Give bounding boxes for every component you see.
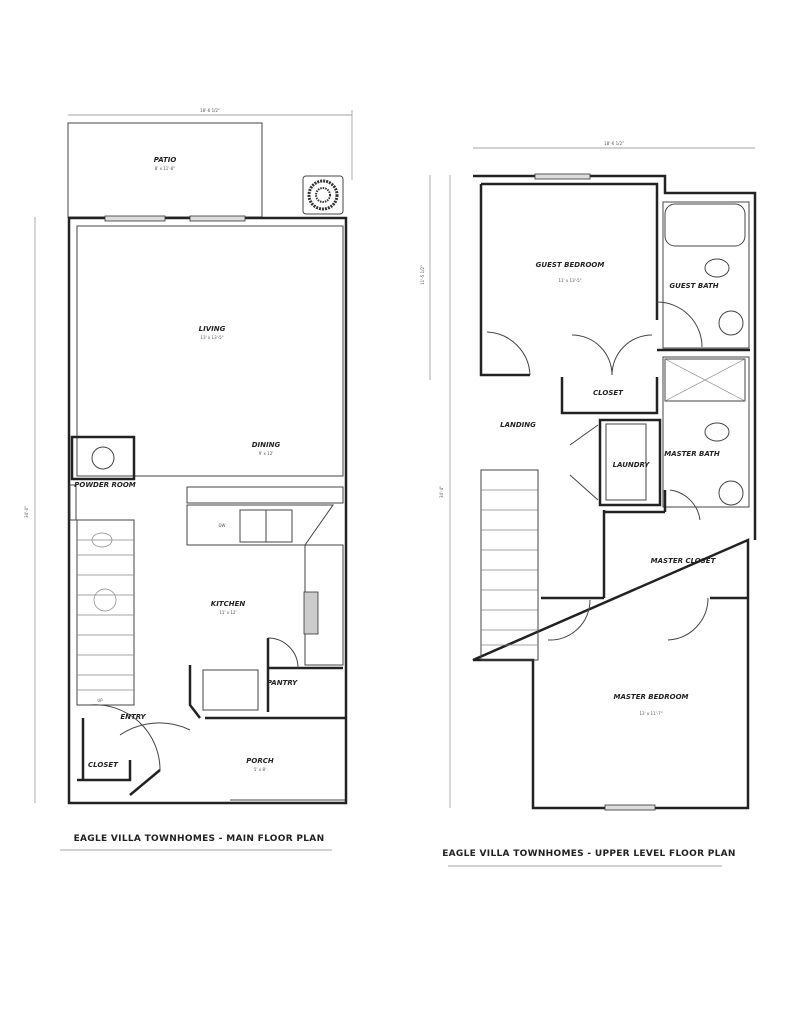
guest-bath-outline (662, 201, 750, 349)
window (189, 215, 246, 222)
living-label: LIVING (199, 325, 226, 333)
upper-floor-title: EAGLE VILLA TOWNHOMES - UPPER LEVEL FLOO… (442, 849, 736, 859)
laundry-label: LAUNDRY (613, 461, 651, 469)
master-closet-label: MASTER CLOSET (651, 557, 717, 565)
dishwasher-label: DW (218, 523, 225, 528)
ac-fan-inner (315, 187, 331, 203)
cabinet (202, 669, 259, 711)
dining-size: 9' x 12' (259, 451, 274, 456)
living-size: 13' x 13'-5" (200, 335, 223, 340)
stairs (480, 469, 539, 661)
master-bedroom-label: MASTER BEDROOM (614, 693, 689, 701)
entry-wall (188, 665, 346, 720)
patio-label: PATIO (154, 156, 177, 164)
master-door-swings (547, 489, 709, 641)
window (69, 484, 77, 521)
bath-door-swing (656, 301, 703, 348)
master-closet-wall (541, 490, 748, 600)
powder-room-wall (70, 435, 136, 481)
upper-width-dimension: 18'-6 1/2" (604, 141, 624, 146)
sink-icon (718, 310, 744, 336)
laundry-wall (598, 418, 662, 507)
pantry-door-swing (267, 637, 299, 669)
dining-label: DINING (252, 441, 281, 449)
porch-label: PORCH (246, 757, 274, 765)
powder-room-label: POWDER ROOM (74, 481, 136, 489)
kitchen-size: 11' x 12' (219, 610, 236, 615)
closet-wall (560, 377, 659, 415)
ac-unit (302, 175, 344, 215)
master-bath-outline (662, 356, 750, 508)
pantry-label: PANTRY (267, 679, 298, 687)
main-floor-title: EAGLE VILLA TOWNHOMES - MAIN FLOOR PLAN (74, 834, 325, 844)
closet-label: CLOSET (88, 761, 119, 769)
upper-depth-dimension: 34'-4" (439, 486, 444, 498)
upper-exterior-wall (472, 174, 757, 810)
closet-label: CLOSET (593, 389, 624, 397)
guest-bath-label: GUEST BATH (669, 282, 718, 290)
shower-icon (664, 358, 746, 402)
master-bedroom-size: 13' x 11'-7" (639, 711, 662, 716)
guest-bedroom-wall (479, 182, 750, 377)
guest-bedroom-label: GUEST BEDROOM (536, 261, 605, 269)
laundry-door-swing (569, 424, 599, 501)
kitchen-counter (186, 504, 334, 546)
master-bath-label: MASTER BATH (664, 450, 720, 458)
toilet-icon (704, 258, 730, 278)
range-icon (303, 591, 319, 635)
entry-label: ENTRY (120, 713, 146, 721)
entry-door-swing (119, 722, 191, 736)
bathtub-icon (664, 203, 746, 247)
toilet-icon (704, 422, 730, 442)
stairs (76, 519, 135, 706)
shower-x (664, 358, 746, 402)
main-width-dimension: 18'-6 1/2" (200, 108, 220, 113)
closet-wall (77, 718, 161, 796)
sliding-door (104, 215, 166, 222)
main-depth-dimension: 34'-0" (24, 506, 29, 518)
window (604, 804, 656, 811)
pantry-wall (266, 638, 343, 712)
closet-door-swing (89, 704, 161, 771)
stair-up-label: UP (97, 698, 103, 703)
upper-floor-plan: 18'-6 1/2" 11'-5 1/2" 34'-4" (420, 141, 757, 867)
kitchen-island (186, 486, 344, 504)
porch-size: 5' x 8' (254, 767, 266, 772)
sink-icon (91, 446, 115, 470)
main-exterior-wall (67, 216, 348, 805)
main-floor-plan: 18'-6 1/2" 34'-0" UP (24, 108, 353, 851)
window (534, 173, 591, 180)
sink-icon (718, 480, 744, 506)
guest-depth-dimension: 11'-5 1/2" (420, 265, 425, 285)
patio-size: 8' x 11'-8" (155, 166, 176, 171)
guest-bedroom-size: 11' x 13'-5" (558, 278, 581, 283)
ac-fan-icon (307, 179, 339, 211)
kitchen-label: KITCHEN (211, 600, 246, 608)
landing-label: LANDING (500, 421, 536, 429)
living-room-outline (76, 225, 344, 477)
door-swings (486, 331, 653, 376)
washer-dryer (605, 423, 647, 501)
